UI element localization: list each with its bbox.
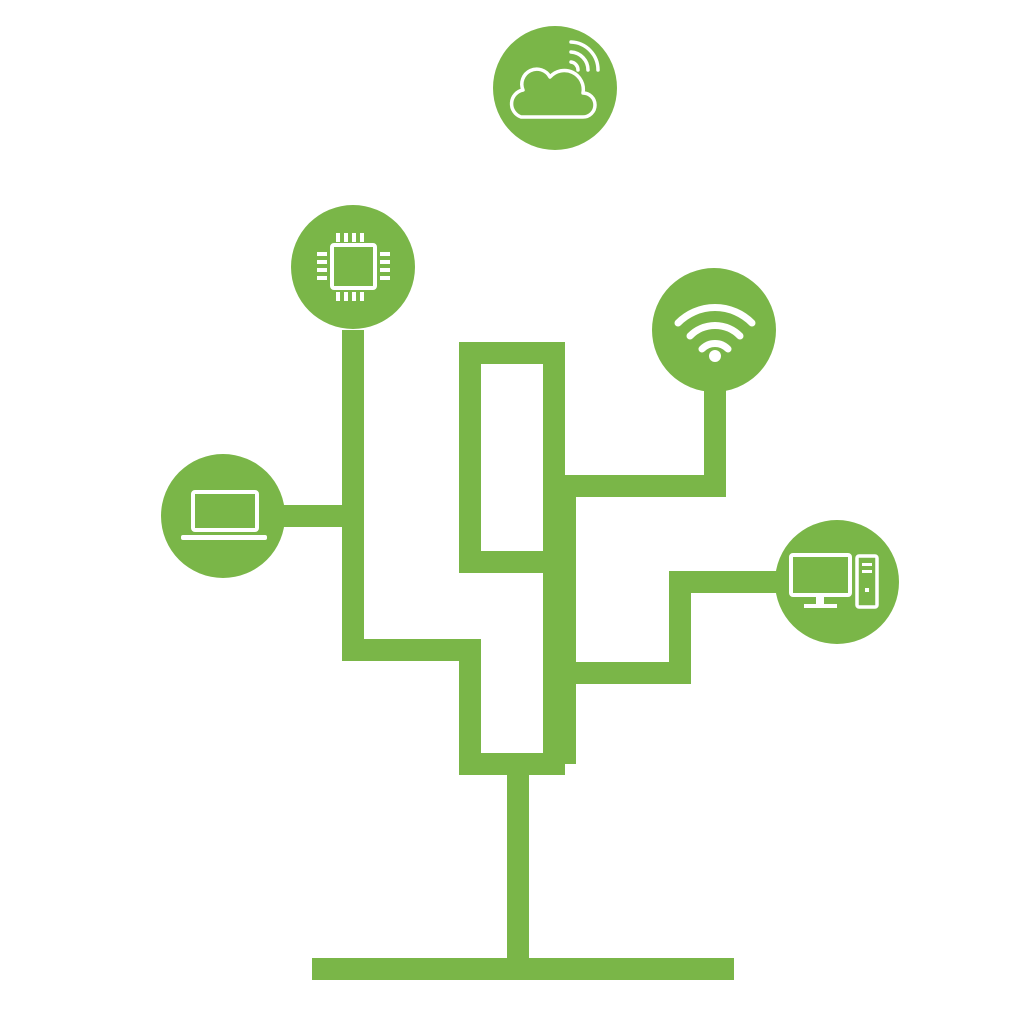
cloud-signal-icon: [509, 40, 600, 119]
node-wifi: [652, 268, 776, 392]
microchip-icon: [317, 233, 390, 301]
node-cloud: [493, 26, 617, 150]
laptop-icon: [181, 490, 267, 540]
wifi-icon: [674, 304, 756, 362]
node-chip: [291, 205, 415, 329]
connector-cloud: [459, 342, 576, 764]
connector-chip: [342, 330, 565, 775]
connectors: [283, 330, 777, 980]
node-laptop: [161, 454, 285, 578]
nodes: [161, 26, 899, 644]
desktop-computer-icon: [789, 553, 879, 609]
connector-wifi: [554, 390, 726, 764]
connector-desktop: [565, 571, 777, 684]
icons: [181, 40, 879, 609]
node-desktop: [775, 520, 899, 644]
